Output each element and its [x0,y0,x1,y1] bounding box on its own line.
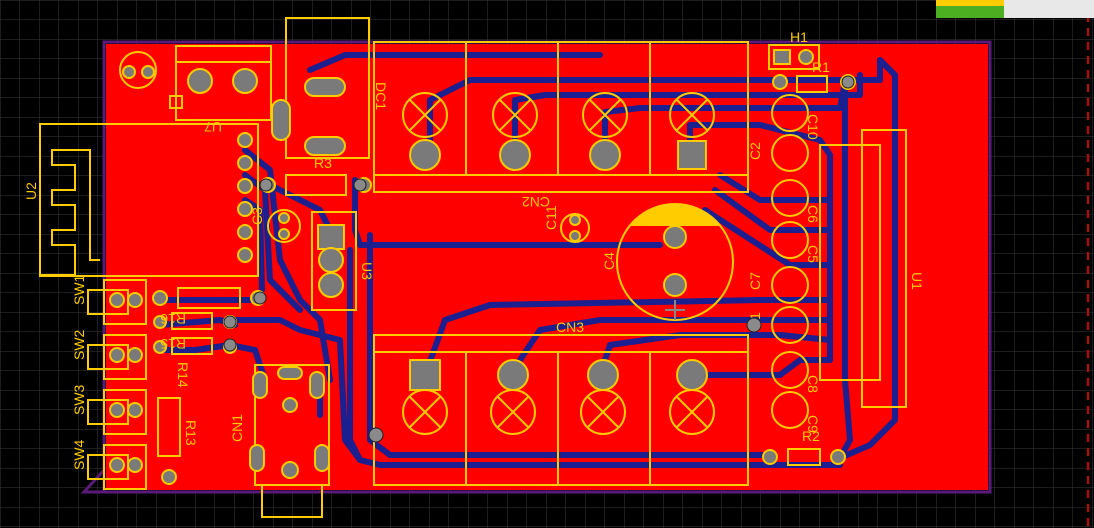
label-c5: C5 [805,245,821,263]
copper-pour [106,44,988,490]
r13-resistor[interactable] [157,397,181,485]
c4-polarity-band [630,204,720,226]
label-c8: C8 [805,375,821,393]
label-c11: C11 [543,205,559,230]
c3-capacitor[interactable] [267,209,301,243]
u1-ic[interactable] [861,129,907,408]
cn2-terminal[interactable] [373,41,749,193]
label-dc1: DC1 [373,82,389,110]
mounting-hole [119,51,157,89]
cn3-terminal[interactable] [373,334,749,486]
label-sw2: SW2 [71,329,87,360]
cap-column[interactable] [771,94,809,429]
label-c7: C7 [747,272,763,290]
board-outline-corner [80,468,106,494]
u2-module[interactable] [39,123,259,277]
layer-legend [936,0,1094,18]
label-sw3: SW3 [71,384,87,415]
label-u7: U7 [204,119,222,135]
label-cn2: CN2 [522,194,550,210]
legend-yellow [936,0,1004,6]
r2-resistor[interactable] [762,448,846,466]
label-cn3: CN3 [556,319,584,335]
label-u3: U3 [359,262,375,280]
label-c10: C10 [805,114,821,140]
label-c4: C4 [601,252,617,270]
label-r2: R2 [802,428,820,444]
label-c9: C9 [805,415,821,433]
legend-white [1004,0,1094,18]
sw2-switch[interactable] [87,334,147,380]
sw3-switch[interactable] [87,389,147,435]
cn1-connector[interactable] [249,364,330,518]
u7-regulator[interactable] [169,45,272,121]
label-c3: C3 [249,207,265,225]
label-sw4: SW4 [71,439,87,470]
u3-ic[interactable] [311,211,357,311]
legend-green [936,6,1004,18]
label-sw1: SW1 [71,274,87,305]
sw1-switch[interactable] [87,279,147,325]
label-c6: C6 [805,205,821,223]
label-r14: R14 [175,362,191,388]
label-h1: H1 [790,29,808,45]
sw4-switch[interactable] [87,444,147,490]
label-r15: R15 [160,336,186,352]
c11-capacitor[interactable] [560,213,590,243]
label-r1: R1 [812,59,830,75]
label-u1: U1 [909,272,925,290]
label-cn1: CN1 [229,414,245,442]
label-c2: C2 [747,142,763,160]
vias [223,75,855,443]
label-u2: U2 [23,182,39,200]
c4-capacitor[interactable] [616,203,734,321]
u1-header-pins [819,144,881,381]
h1-header[interactable] [768,44,820,70]
label-r3: R3 [314,155,332,171]
label-r13: R13 [183,420,199,446]
label-r16: R16 [160,311,186,327]
